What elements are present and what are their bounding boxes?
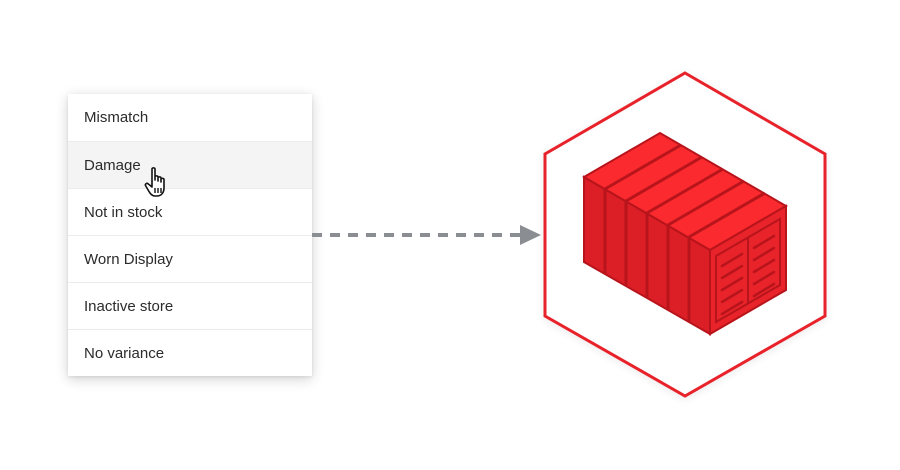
menu-item-mismatch[interactable]: Mismatch <box>68 94 312 141</box>
dashed-arrow-right-icon <box>312 225 541 245</box>
reason-dropdown-menu: Mismatch Damage Not in stock Worn Displa… <box>68 94 312 376</box>
menu-item-label: Damage <box>84 156 141 174</box>
menu-item-label: Inactive store <box>84 297 174 315</box>
menu-item-label: Not in stock <box>84 203 163 221</box>
menu-item-not-in-stock[interactable]: Not in stock <box>68 188 312 235</box>
menu-item-label: Worn Display <box>84 250 173 268</box>
hand-pointer-icon <box>144 167 165 197</box>
menu-item-inactive-store[interactable]: Inactive store <box>68 282 312 329</box>
shipping-container-icon <box>543 71 827 398</box>
menu-item-no-variance[interactable]: No variance <box>68 329 312 376</box>
menu-item-damage[interactable]: Damage <box>68 141 312 188</box>
menu-item-label: No variance <box>84 344 165 362</box>
menu-item-worn-display[interactable]: Worn Display <box>68 235 312 282</box>
menu-item-label: Mismatch <box>84 109 149 126</box>
